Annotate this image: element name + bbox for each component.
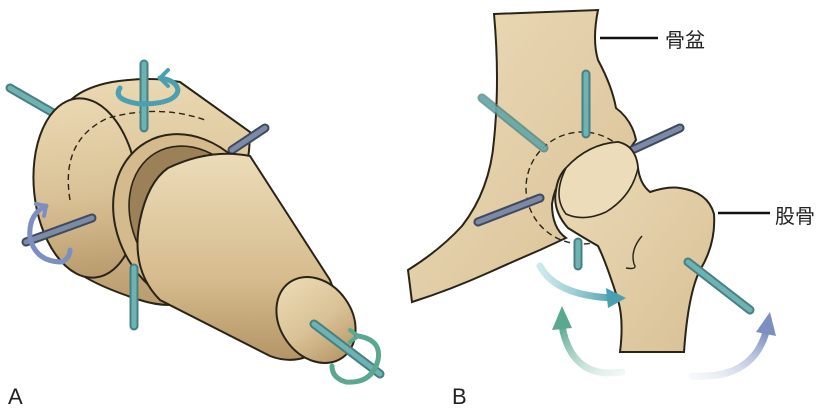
callout-pelvis: 骨盆 [665,24,705,53]
curved-arrow-icon [692,312,776,376]
curved-arrow-icon [552,306,622,373]
panel-b-hip [408,10,776,376]
callout-femur: 股骨 [775,200,815,229]
panel-label-a: A [8,384,23,410]
panel-label-b: B [452,384,467,410]
axis-pin-icon [688,262,750,310]
panel-a-model [10,64,380,382]
axis-pin-icon [632,128,680,150]
